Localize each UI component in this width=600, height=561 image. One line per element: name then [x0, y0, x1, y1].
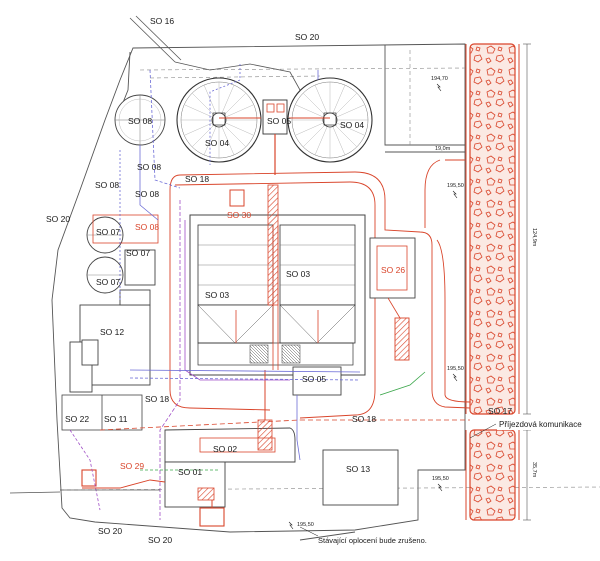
rock-strip	[465, 43, 531, 521]
elevation-e2: 195,50	[447, 183, 464, 189]
structure-so02	[164, 370, 296, 463]
pipe-network	[9, 64, 470, 520]
label-so11: SO 11	[104, 414, 128, 424]
label-so08-red: SO 08	[135, 222, 159, 232]
label-so20-top: SO 20	[295, 32, 319, 42]
dimension-19m: 19,0m	[435, 146, 451, 152]
road-label: Příjezdová komunikace	[499, 420, 582, 429]
label-so18-right: SO 18	[352, 414, 376, 424]
elevation-e4: 195,50	[432, 476, 449, 482]
label-so17: SO 17	[488, 406, 512, 416]
site-boundary	[51, 43, 466, 541]
label-so03-left: SO 03	[205, 290, 229, 300]
structure-so30	[229, 189, 245, 207]
label-so05-mid: SO 05	[302, 374, 326, 384]
label-so29: SO 29	[120, 461, 144, 471]
label-so18-mid: SO 18	[145, 394, 169, 404]
dimension-124m: 124,9m	[531, 228, 537, 247]
building-so01	[164, 461, 226, 527]
label-so04-right: SO 04	[340, 120, 364, 130]
label-so16: SO 16	[150, 16, 174, 26]
label-so30: SO 30	[227, 210, 251, 220]
distribution-chamber	[219, 99, 330, 175]
label-so02: SO 02	[213, 444, 237, 454]
fence-label: Stávající oplocení bude zrušeno.	[318, 536, 427, 545]
label-so01: SO 01	[178, 467, 202, 477]
access-road-top	[129, 15, 301, 91]
buildings-so22-so11	[61, 394, 143, 431]
elevation-e1: 194,70	[431, 76, 448, 82]
label-so04-left: SO 04	[205, 138, 229, 148]
label-so20-bl: SO 20	[98, 526, 122, 536]
label-so08-a: SO 08	[137, 162, 161, 172]
label-so08-b: SO 08	[95, 180, 119, 190]
label-so07-a: SO 07	[96, 227, 120, 237]
label-so18-top: SO 18	[185, 174, 209, 184]
label-so08-c: SO 08	[135, 189, 159, 199]
label-so22: SO 22	[65, 414, 89, 424]
clarifier-right	[287, 77, 373, 163]
tanks-so07	[86, 214, 159, 294]
label-so20-left: SO 20	[46, 214, 70, 224]
reactor-block	[189, 184, 366, 376]
label-so13: SO 13	[346, 464, 370, 474]
elevation-markers: 194,70 195,50 195,50 195,50 195,50	[288, 76, 464, 530]
clarifier-left	[176, 77, 262, 163]
label-so26: SO 26	[381, 265, 405, 275]
label-so07-c: SO 07	[96, 277, 120, 287]
elevation-e5: 195,50	[297, 522, 314, 528]
building-so13	[322, 449, 399, 506]
road-annotation: Příjezdová komunikace	[469, 417, 591, 439]
label-so07-b: SO 07	[126, 248, 150, 258]
label-so05: SO 05	[267, 116, 291, 126]
building-so12	[69, 289, 151, 393]
dimension-357m: 35,7m	[531, 462, 537, 478]
label-so20-bottom: SO 20	[148, 535, 172, 545]
label-so03-right: SO 03	[286, 269, 310, 279]
structure-so26	[369, 237, 416, 361]
fence-annotation: Stávající oplocení bude zrušeno.	[299, 526, 427, 545]
elevation-e3: 195,50	[447, 366, 464, 372]
label-so12: SO 12	[100, 327, 124, 337]
label-so08-top: SO 08	[128, 116, 152, 126]
structure-so29	[81, 469, 166, 489]
